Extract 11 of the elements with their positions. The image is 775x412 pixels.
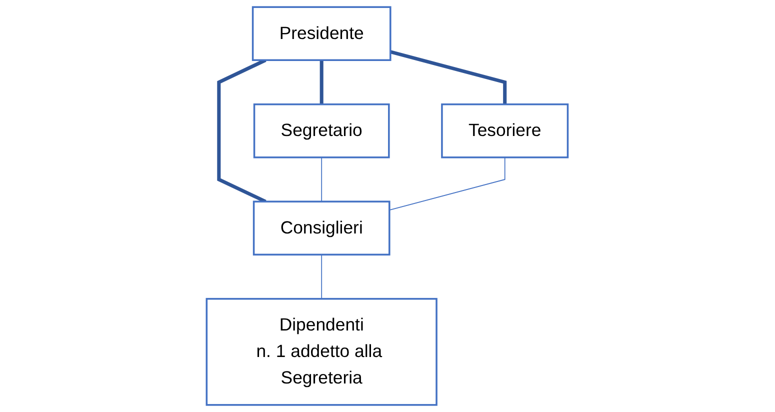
node-box: Consiglieri [253,200,391,256]
connector [217,58,267,204]
connector [321,156,322,202]
node-box: Segretario [254,103,390,158]
connector [389,156,506,211]
node-box: Tesoriere [441,103,569,158]
connector [321,254,322,300]
node-box: Dipendenti n. 1 addetto alla Segreteria [206,298,438,406]
node-box: Presidente [252,6,392,61]
connector [320,60,324,104]
connector [390,50,507,104]
